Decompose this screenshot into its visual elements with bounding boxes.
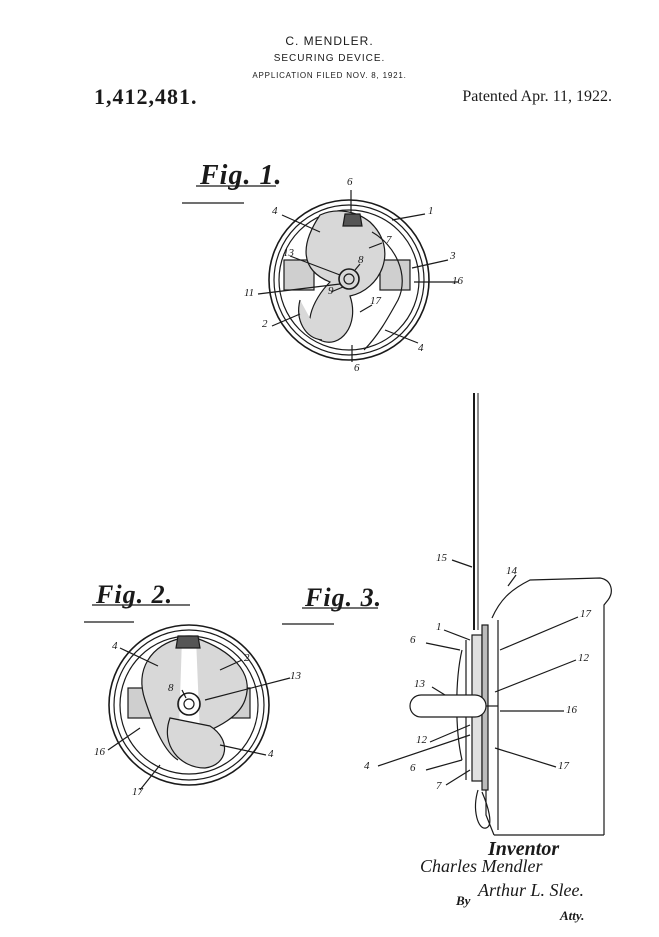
fig2-ref: 2 <box>244 652 250 664</box>
fig2-label: Fig. 2. <box>96 580 174 609</box>
fig3-ref: 4 <box>364 760 370 772</box>
fig3-label: Fig. 3. <box>305 583 383 612</box>
fig3-ref: 15 <box>436 552 447 564</box>
fig1-ref: 17 <box>370 295 381 307</box>
fig3-ref: 12 <box>416 734 427 746</box>
fig1-drawing <box>257 190 458 362</box>
fig3-ref: 17 <box>580 608 591 620</box>
fig3-ref: 17 <box>558 760 569 772</box>
attorney-signature: Arthur L. Slee. <box>478 880 584 900</box>
fig1-ref: 8 <box>358 254 364 266</box>
fig1-ref: 4 <box>418 342 424 354</box>
inventor-signature: Charles Mendler <box>420 856 543 876</box>
by-label: By <box>456 893 471 908</box>
fig1-ref: 1 <box>428 205 434 217</box>
fig3-ref: 13 <box>414 678 425 690</box>
fig1-ref: 6 <box>354 362 360 374</box>
fig1-ref: 9 <box>328 285 334 297</box>
atty-label: Atty. <box>560 908 585 923</box>
fig3-ref: 12 <box>578 652 589 664</box>
fig3-ref: 6 <box>410 762 416 774</box>
fig3-ref: 6 <box>410 634 416 646</box>
fig3-drawing <box>377 393 612 836</box>
inventor-header: C. MENDLER. <box>285 34 374 48</box>
fig2-ref: 8 <box>168 682 174 694</box>
patent-title: SECURING DEVICE. <box>273 53 386 64</box>
patent-date: Patented Apr. 11, 1922. <box>462 88 612 105</box>
fig1-ref: 11 <box>244 287 255 299</box>
fig2-ref: 17 <box>132 786 143 798</box>
fig1-ref: 7 <box>386 234 392 246</box>
fig3-ref: 16 <box>566 704 577 716</box>
fig3-ref: 1 <box>436 621 442 633</box>
fig2-drawing <box>107 624 291 791</box>
filing-date: APPLICATION FILED NOV. 8, 1921. <box>252 71 407 80</box>
fig1-ref: 16 <box>452 275 463 287</box>
fig2-ref: 16 <box>94 746 105 758</box>
fig1-ref: 4 <box>272 205 278 217</box>
fig3-ref: 14 <box>506 565 517 577</box>
fig1-ref: 2 <box>262 318 268 330</box>
fig1-ref: 13 <box>283 247 294 259</box>
fig2-ref: 4 <box>268 748 274 760</box>
fig-label-underlines <box>84 185 378 625</box>
patent-number: 1,412,481. <box>94 84 198 109</box>
fig1-ref: 3 <box>450 250 456 262</box>
fig1-ref: 6 <box>347 176 353 188</box>
inventor-heading: Inventor <box>488 838 560 860</box>
fig3-ref: 7 <box>436 780 442 792</box>
fig2-ref: 13 <box>290 670 301 682</box>
fig2-ref: 4 <box>112 640 118 652</box>
